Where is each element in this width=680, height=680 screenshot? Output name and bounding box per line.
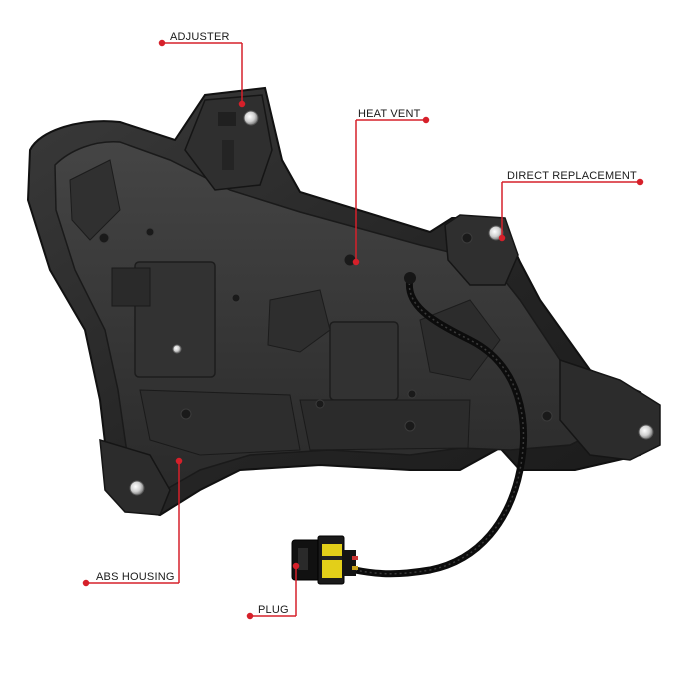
adjuster-label: ADJUSTER — [170, 31, 230, 43]
plug-connector — [291, 535, 358, 585]
cover-screw — [172, 344, 182, 354]
left-mount — [99, 438, 171, 516]
right-mount-bolt — [638, 424, 654, 440]
left-mount-bolt — [129, 480, 145, 496]
direct-replacement-label: DIRECT REPLACEMENT — [507, 170, 637, 182]
plug-label: PLUG — [258, 604, 289, 616]
heat-vent-label: HEAT VENT — [358, 108, 421, 120]
right-mount — [559, 358, 661, 461]
abs-housing-label: ABS HOUSING — [96, 571, 175, 583]
rear-cover-left — [134, 261, 216, 378]
adjuster-bolt — [243, 110, 259, 126]
